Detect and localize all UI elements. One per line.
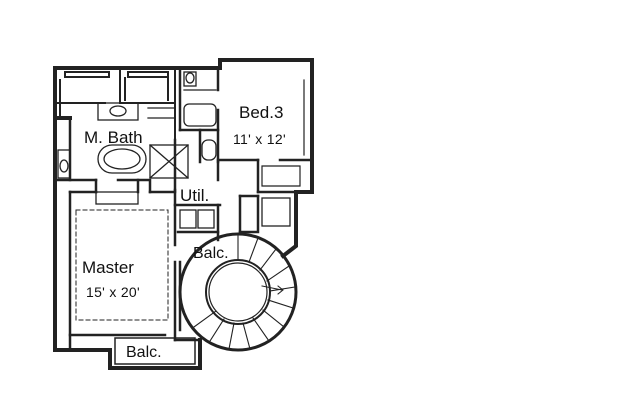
hall-bath bbox=[178, 66, 220, 164]
bed3-walls bbox=[216, 79, 314, 194]
utility-walls bbox=[173, 160, 260, 247]
spiral-stair bbox=[178, 232, 298, 352]
utility-label: Util. bbox=[180, 186, 210, 205]
stair-balcony-label: Balc. bbox=[193, 245, 229, 262]
master-rug bbox=[75, 209, 169, 321]
hall-bath-fixtures bbox=[183, 71, 219, 161]
bottom-balcony-label: Balc. bbox=[126, 344, 162, 361]
exterior-walls bbox=[53, 58, 314, 370]
master-bath-label: M. Bath bbox=[84, 128, 143, 147]
bath-fixtures bbox=[57, 102, 189, 205]
closets bbox=[54, 67, 176, 141]
master-walls bbox=[68, 190, 202, 352]
bed3-size: 11' x 12' bbox=[233, 131, 286, 147]
utility-fixtures bbox=[179, 197, 291, 229]
bottom-balcony bbox=[114, 337, 196, 365]
master-size: 15' x 20' bbox=[86, 284, 140, 300]
bed3-label: Bed.3 bbox=[239, 103, 284, 122]
master-label: Master bbox=[82, 258, 134, 277]
